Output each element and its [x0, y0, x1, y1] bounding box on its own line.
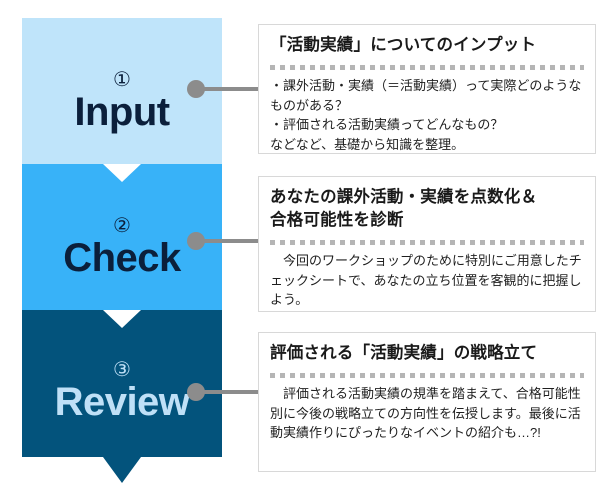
card-divider-3	[270, 372, 584, 378]
connector-3	[187, 383, 267, 401]
card-title-3: 評価される「活動実績」の戦略立て	[270, 344, 538, 362]
card-divider-2	[270, 239, 584, 245]
connector-dot-2	[187, 232, 205, 250]
card-body-1: ・課外活動・実績（＝活動実績）って実際どのようなものがある？ ・評価される活動実…	[270, 78, 582, 152]
info-card-review[interactable]: 評価される「活動実績」の戦略立て 評価される活動実績の規準を踏まえて、合格可能性…	[258, 332, 596, 472]
chevron-shape-2	[22, 164, 222, 310]
info-card-check[interactable]: あなたの課外活動・実績を点数化＆ 合格可能性を診断 今回のワークショップのために…	[258, 176, 596, 312]
card-title-2: あなたの課外活動・実績を点数化＆ 合格可能性を診断	[270, 188, 538, 229]
connector-dot-1	[187, 80, 205, 98]
card-body-2: 今回のワークショップのために特別にご用意したチェックシートで、あなたの立ち位置を…	[270, 253, 582, 307]
card-body-3: 評価される活動実績の規準を踏まえて、合格可能性別に今後の戦略立ての方向性を伝授し…	[270, 386, 581, 440]
connector-dot-3	[187, 383, 205, 401]
card-divider-1	[270, 64, 584, 70]
chevron-shape-1	[22, 18, 222, 164]
card-title-1: 「活動実績」についてのインプット	[270, 36, 537, 54]
connector-2	[187, 232, 267, 250]
connector-line-1	[196, 87, 267, 91]
connector-line-2	[196, 239, 267, 243]
info-card-input[interactable]: 「活動実績」についてのインプット ・課外活動・実績（＝活動実績）って実際どのよう…	[258, 24, 596, 154]
chevron-shape-3	[22, 310, 222, 483]
connector-1	[187, 80, 267, 98]
connector-line-3	[196, 390, 267, 394]
